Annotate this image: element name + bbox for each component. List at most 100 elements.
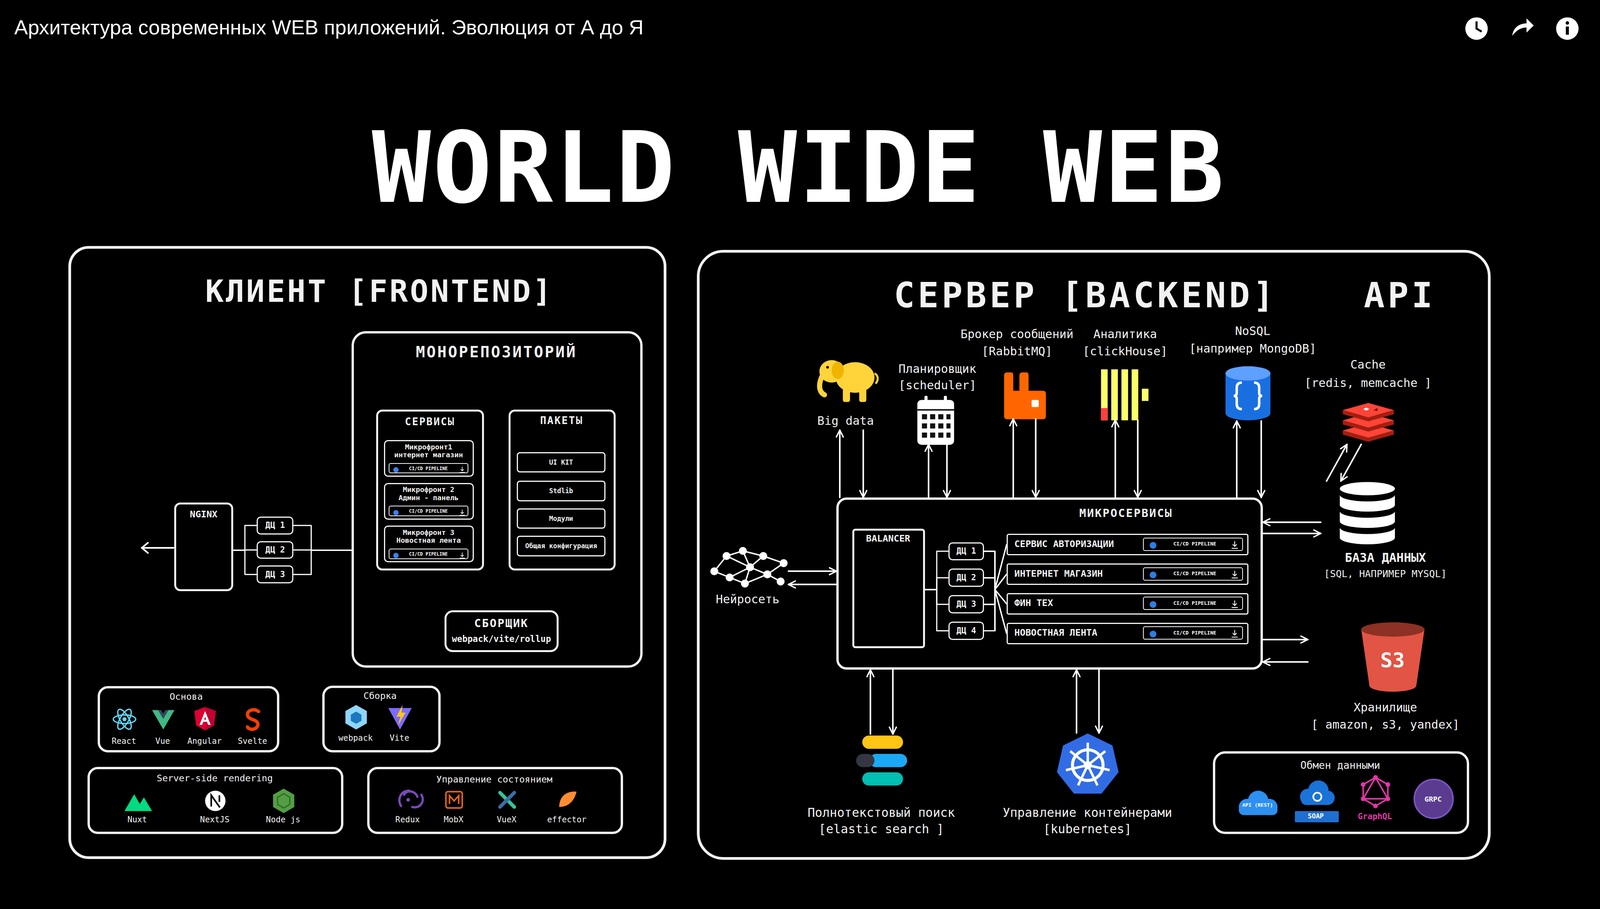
calendar-icon bbox=[930, 423, 936, 429]
datacenter-box: ДЦ 1 bbox=[948, 542, 984, 561]
datacenter-name: ДЦ 1 bbox=[265, 521, 285, 531]
hadoop-elephant bbox=[819, 360, 878, 402]
mongodb-icon bbox=[1225, 366, 1271, 421]
datacenter-name: ДЦ 2 bbox=[265, 545, 285, 555]
pipeline-badge: CI/CD PIPELINE bbox=[388, 505, 469, 517]
kubernetes-logo bbox=[1057, 733, 1119, 795]
node-logo bbox=[273, 789, 295, 814]
flow-arrow bbox=[1137, 419, 1139, 498]
exchange-group: Обмен даннымиAPI (REST)SOAPGraphQLGRPC bbox=[1212, 751, 1470, 835]
badge-text: CI/CD PIPELINE bbox=[1173, 571, 1217, 577]
node-logo bbox=[277, 794, 290, 809]
graphql-logo bbox=[1373, 775, 1378, 781]
vuex-logo bbox=[500, 792, 515, 808]
tech-label: Управление состоянием bbox=[436, 775, 553, 786]
mobx-logo bbox=[449, 796, 459, 805]
vite-logo bbox=[396, 705, 406, 726]
icon-label: [например MongoDB] bbox=[1189, 342, 1317, 356]
calendar-icon bbox=[930, 414, 936, 420]
link-line bbox=[233, 550, 257, 575]
calendar-icon bbox=[946, 432, 951, 438]
pipeline-icons bbox=[459, 466, 465, 473]
service-name: ИНТЕРНЕТ МАГАЗИН bbox=[1014, 569, 1103, 580]
service-name: СЕРВИС АВТОРИЗАЦИИ bbox=[1014, 539, 1115, 550]
link-line bbox=[983, 589, 1007, 634]
flow-arrow bbox=[1235, 421, 1238, 498]
datacenter-name: ДЦ 2 bbox=[956, 573, 977, 583]
icon-label: Big data bbox=[817, 414, 874, 428]
flow-arrow bbox=[1012, 419, 1015, 498]
clickhouse-logo bbox=[1111, 369, 1118, 421]
elastic-logo bbox=[862, 772, 903, 786]
tech-label: Vue bbox=[155, 736, 171, 746]
link-line bbox=[983, 551, 1007, 634]
effector-logo bbox=[559, 791, 577, 808]
react-logo bbox=[115, 707, 134, 732]
s3-bucket bbox=[1361, 629, 1425, 692]
graphql-logo bbox=[1373, 803, 1378, 809]
hadoop-elephant bbox=[842, 387, 850, 403]
group-box: СЕРВИСЫМикрофронт1 интернет магазинCI/CD… bbox=[376, 409, 485, 572]
box-heading: ПАКЕТЫ bbox=[540, 415, 584, 427]
grpc-badge bbox=[1414, 779, 1454, 819]
vue-logo bbox=[158, 710, 169, 720]
exit-arrow bbox=[141, 547, 174, 549]
pipeline-icons bbox=[393, 553, 399, 559]
elastic-logo bbox=[869, 754, 908, 768]
pipeline-icons bbox=[1149, 630, 1157, 638]
service-icon: Планировщик[scheduler] bbox=[895, 359, 980, 445]
elastic-logo bbox=[862, 735, 903, 750]
react-logo bbox=[113, 715, 136, 724]
pipeline-icons bbox=[393, 467, 399, 473]
redis-logo bbox=[1363, 407, 1370, 411]
package-name: Stdlib bbox=[549, 487, 574, 495]
tech-group: Server-side renderingNuxtNextJSNode js bbox=[87, 767, 344, 835]
pipeline-badge: CI/CD PIPELINE bbox=[1142, 537, 1243, 552]
player-icons bbox=[1465, 17, 1488, 40]
calendar-icon bbox=[917, 400, 954, 445]
service-icon: БАЗА ДАННЫХ[SQL, НАПРИМЕР MYSQL] bbox=[1320, 481, 1450, 583]
link-line bbox=[233, 525, 257, 551]
service-row: СЕРВИС АВТОРИЗАЦИИ CI/CD PIPELINE bbox=[1006, 533, 1249, 556]
icon-label: Хранилище bbox=[1353, 701, 1418, 715]
neural-net-icon bbox=[739, 548, 747, 555]
grpc-badge bbox=[1414, 779, 1454, 819]
calendar-icon bbox=[921, 432, 927, 438]
flow-arrow bbox=[946, 444, 948, 498]
redux-logo bbox=[403, 791, 418, 798]
neural-net-icon bbox=[760, 553, 767, 560]
app-box: Микрофронт 3 Новостная лентаCI/CD PIPELI… bbox=[383, 525, 474, 563]
flow-arrow bbox=[869, 669, 872, 735]
tech-group: СборкаwebpackVite bbox=[322, 685, 441, 753]
calendar-icon bbox=[943, 396, 947, 404]
vue-logo bbox=[151, 710, 175, 731]
angular-logo bbox=[194, 707, 217, 731]
player-icons bbox=[1565, 21, 1570, 25]
calendar-icon bbox=[917, 396, 954, 445]
hadoop-elephant bbox=[831, 361, 844, 379]
icon-label: [SQL, НАПРИМЕР MYSQL] bbox=[1324, 568, 1447, 580]
service-name: ФИН ТЕХ bbox=[1014, 598, 1054, 609]
neural-net-icon bbox=[710, 548, 787, 588]
flow-arrow bbox=[1262, 521, 1321, 524]
icon-label: [kubernetes] bbox=[1043, 822, 1132, 836]
kubernetes-logo bbox=[1057, 733, 1119, 795]
group-box: ПАКЕТЫUI KITStdlibМодулиОбщая конфигурац… bbox=[508, 409, 616, 572]
mobx-logo bbox=[446, 792, 463, 809]
flow-arrow bbox=[1075, 669, 1078, 734]
graphql-logo bbox=[1360, 775, 1391, 809]
datacenter-name: ДЦ 4 bbox=[956, 626, 977, 636]
graphql-logo bbox=[1363, 777, 1388, 807]
box-heading: МОНОРЕПОЗИТОРИЙ bbox=[416, 344, 578, 361]
database-icon bbox=[1339, 482, 1395, 545]
graphql-logo bbox=[1360, 775, 1391, 809]
angular-logo bbox=[199, 711, 211, 725]
vue-logo bbox=[151, 710, 175, 731]
package-box: Общая конфигурация bbox=[516, 535, 606, 557]
node-logo bbox=[273, 789, 295, 814]
clickhouse-logo bbox=[1141, 388, 1149, 401]
tech-label: NextJS bbox=[200, 815, 230, 825]
flow-arrow bbox=[1034, 419, 1037, 498]
flow-arrow bbox=[788, 570, 837, 573]
icon-label: Cache bbox=[1350, 358, 1386, 372]
